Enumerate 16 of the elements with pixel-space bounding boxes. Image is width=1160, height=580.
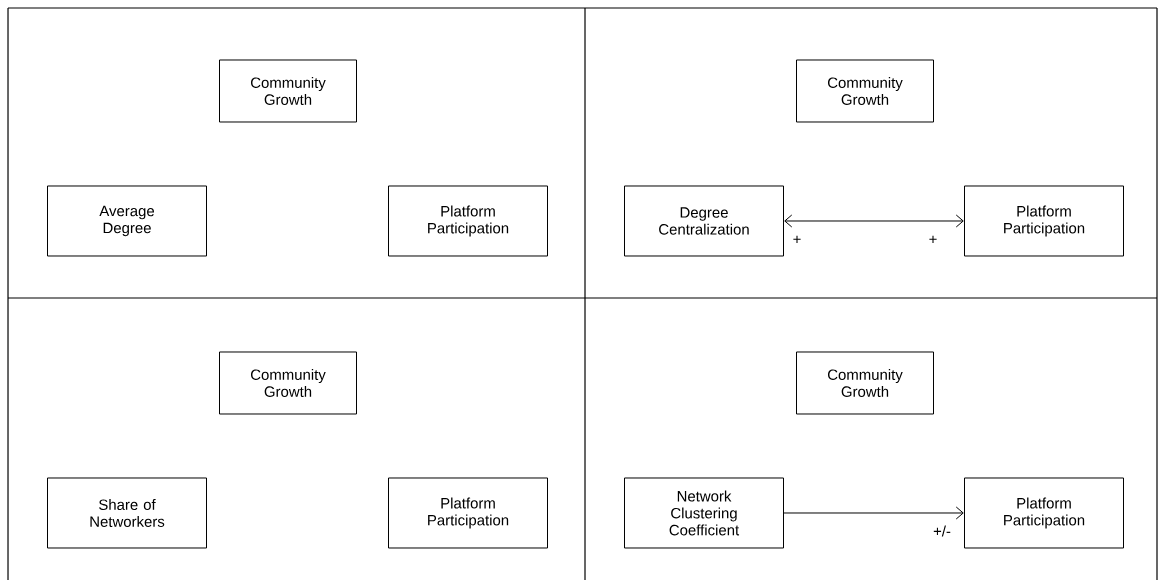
process-box: Platform Participation [964, 185, 1124, 257]
process-box: Platform Participation [388, 477, 548, 549]
process-box: Network Clustering Coefficient [624, 477, 784, 549]
process-box: Community Growth [219, 59, 357, 123]
process-box: Degree Centralization [624, 185, 784, 257]
arrow [784, 214, 964, 228]
sign-label: + [929, 235, 937, 243]
process-box: Community Growth [219, 351, 357, 415]
edge-label: +/- [932, 524, 952, 538]
process-box: Average Degree [47, 185, 207, 257]
process-box: Platform Participation [388, 185, 548, 257]
process-box: Community Growth [796, 59, 934, 123]
process-box: Share of Networkers [47, 477, 207, 549]
arrow [783, 506, 964, 520]
process-box: Community Growth [796, 351, 934, 415]
process-box: Platform Participation [964, 477, 1124, 549]
